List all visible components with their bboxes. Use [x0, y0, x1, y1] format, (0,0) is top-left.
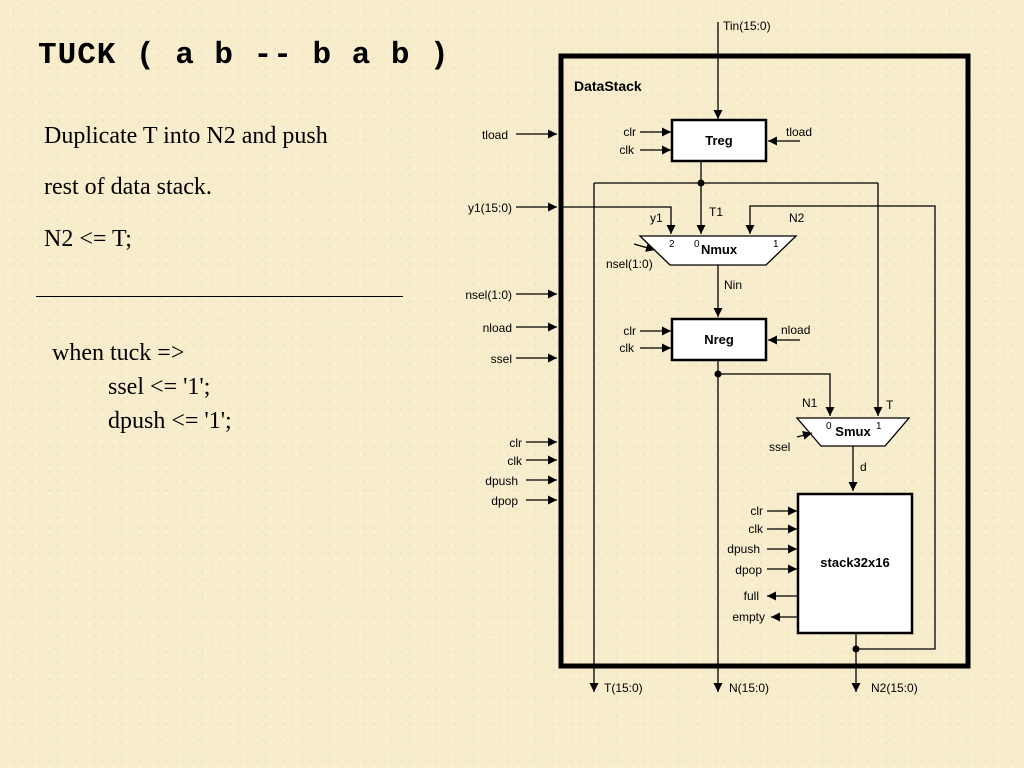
treg-tload-label: tload	[786, 125, 812, 139]
nmux-y1-label: y1	[650, 211, 663, 225]
nmux-block	[638, 235, 798, 266]
nreg-nload-label: nload	[781, 323, 810, 337]
nmux-idx0: 0	[694, 239, 700, 250]
stack-block	[796, 492, 914, 635]
nreg-label: Nreg	[704, 332, 734, 347]
treg-label: Treg	[705, 133, 733, 148]
n1-wire	[718, 373, 835, 416]
out-n-label: N(15:0)	[729, 681, 769, 695]
stack-label: stack32x16	[820, 555, 889, 570]
nreg-clr-label: clr	[623, 324, 636, 338]
description-line-3: N2 <= T;	[44, 226, 132, 252]
smux-sel-label: ssel	[769, 440, 790, 454]
smux-n1-label: N1	[802, 396, 818, 410]
nin-label: Nin	[724, 278, 742, 292]
description-line-2: rest of data stack.	[44, 174, 212, 200]
ext-clk-label: clk	[507, 454, 523, 468]
nmux-n2-label: N2	[789, 211, 805, 225]
n2-junction-dot	[852, 645, 860, 653]
smux-idx1: 1	[876, 421, 882, 432]
stack-in-clk-label: clk	[748, 522, 764, 536]
slide-title: TUCK ( a b -- b a b )	[38, 38, 450, 73]
datastack-label: DataStack	[574, 78, 642, 94]
ext-clr-label: clr	[509, 436, 522, 450]
description-line-1: Duplicate T into N2 and push	[44, 123, 328, 149]
nmux-sel-arrow	[633, 243, 656, 252]
out-n2-label: N2(15:0)	[871, 681, 918, 695]
ext-ssel-label: ssel	[491, 352, 512, 366]
ext-nload-label: nload	[483, 321, 512, 335]
code-line-when: when tuck =>	[52, 340, 185, 366]
ext-dpush-label: dpush	[485, 474, 518, 488]
nreg-block	[670, 317, 768, 362]
stack-out-full-label: full	[744, 589, 759, 603]
divider-rule	[36, 296, 403, 297]
code-line-ssel: ssel <= '1';	[108, 374, 211, 400]
nmux-idx2: 2	[669, 239, 675, 250]
stack-out-empty-label: empty	[732, 610, 765, 624]
ext-tload-label: tload	[482, 128, 508, 142]
nmux-label: Nmux	[701, 242, 738, 257]
treg-clk-label: clk	[619, 143, 635, 157]
tin-label: Tin(15:0)	[723, 19, 771, 33]
treg-block	[670, 118, 768, 163]
n2-feedback-wire	[745, 205, 936, 650]
smux-label: Smux	[835, 424, 871, 439]
nmux-t1-label: T1	[709, 205, 723, 219]
ext-nsel-label: nsel(1:0)	[465, 288, 512, 302]
datastack-container	[558, 53, 971, 669]
code-line-dpush: dpush <= '1';	[108, 408, 232, 434]
y1-wire	[560, 206, 676, 234]
stack-in-dpush-label: dpush	[727, 542, 760, 556]
smux-t-label: T	[886, 398, 894, 412]
nmux-sel-label: nsel(1:0)	[606, 257, 653, 271]
ext-dpop-label: dpop	[491, 494, 518, 508]
stack-in-clr-label: clr	[750, 504, 763, 518]
ext-y1-label: y1(15:0)	[468, 201, 512, 215]
nreg-clk-label: clk	[619, 341, 635, 355]
nmux-idx1: 1	[773, 239, 779, 250]
d-label: d	[860, 460, 867, 474]
out-t-label: T(15:0)	[604, 681, 643, 695]
smux-idx0: 0	[826, 421, 832, 432]
treg-clr-label: clr	[623, 125, 636, 139]
smux-block	[795, 417, 911, 447]
stack-in-dpop-label: dpop	[735, 563, 762, 577]
smux-sel-arrow	[796, 430, 813, 440]
